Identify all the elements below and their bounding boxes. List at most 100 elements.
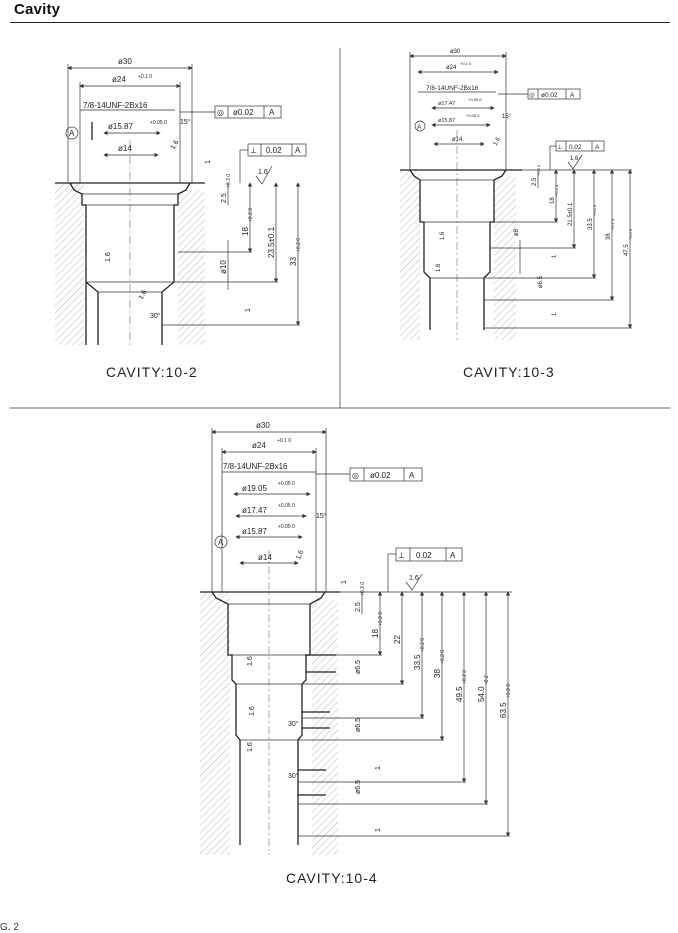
d3-dim-v635: 63.5 xyxy=(499,702,508,718)
d2-dim-cham-tol: +0.3 0 xyxy=(536,164,541,176)
svg-text:A: A xyxy=(570,92,575,99)
d2-datum-label: A xyxy=(417,124,422,131)
d3-dim-d1747-tol: +0.05 0 xyxy=(278,503,295,509)
d3-datum-circle xyxy=(214,535,228,549)
d3-dim-ang30-b: 30° xyxy=(288,772,299,780)
d1-dim-d1587-tol: +0.05 0 xyxy=(150,120,167,126)
d3-dim-ang15: 15° xyxy=(316,512,327,520)
svg-text:ø0.02: ø0.02 xyxy=(541,92,558,99)
svg-text:A: A xyxy=(409,471,415,480)
d3-dim-one-b: 1 xyxy=(375,828,382,832)
svg-text:ø0.02: ø0.02 xyxy=(370,471,391,480)
d3-dim-v495: 49.5 xyxy=(455,686,464,702)
d2-dim-cham: 2.5 xyxy=(532,177,538,186)
svg-text:A: A xyxy=(295,146,301,155)
d1-dim-d24: ø24 xyxy=(112,75,126,84)
d1-dim-cham: 2.5 xyxy=(221,193,228,203)
d2-fcf-concentricity: ◎ ø0.02 A xyxy=(527,88,581,100)
d1-dim-one: 1 xyxy=(245,308,252,312)
drawing-cavity-10-2: ø30 ø24 +0.1 0 7/8-14UNF-2Bx16 ø15.87 +0… xyxy=(55,57,307,345)
d1-dim-v33: 33 xyxy=(289,257,298,266)
d3-dim-d30: ø30 xyxy=(256,421,270,430)
d2-dim-v215: 21.5±0.1 xyxy=(568,202,574,226)
d1-dim-d30: ø30 xyxy=(118,57,132,66)
svg-text:◎: ◎ xyxy=(217,108,224,117)
d1-fcf-perpendicularity: ⊥ 0.02 A xyxy=(247,143,307,157)
d3-dim-ang30: 30° xyxy=(288,720,299,728)
svg-text:◎: ◎ xyxy=(352,471,359,480)
d2-roughness-chamfer: 1.6 xyxy=(493,136,503,147)
d2-dim-v38-tol: +0.2 0 xyxy=(610,218,615,230)
d2-dim-d1587-tol: +0.05 0 xyxy=(466,113,480,118)
d2-dim-v475: 47.5 xyxy=(624,244,630,256)
d1-dim-cham-tol: +0.3 0 xyxy=(226,174,232,188)
d2-dim-v335: 33.5 xyxy=(588,218,594,230)
d3-dim-v335-tol: +0.2 0 xyxy=(420,638,426,652)
d1-dim-d14: ø14 xyxy=(118,144,132,153)
d2-dim-d8: ø8 xyxy=(514,228,520,236)
drawing-cavity-10-4: ø30 ø24 +0.1 0 7/8-14UNF-2Bx16 ø19.05 +0… xyxy=(200,421,512,855)
d3-dim-d24-tol: +0.1 0 xyxy=(277,438,291,444)
d3-dim-v635-tol: +0.2 0 xyxy=(506,684,512,698)
d1-roughness-chamfer: 1.6 xyxy=(170,139,181,151)
d3-dim-v18-tol: +0.2 0 xyxy=(378,612,384,626)
d3-dim-thread: 7/8-14UNF-2Bx16 xyxy=(223,462,288,471)
d2-dim-d24-tol: +0.1 0 xyxy=(460,61,472,66)
d2-fcf-perpendicularity: ⊥ 0.02 A xyxy=(555,140,605,152)
d3-dim-v335: 33.5 xyxy=(413,654,422,670)
d3-dim-v495-tol: +0.2 0 xyxy=(462,670,468,684)
d3-dim-v38-tol: +0.2 0 xyxy=(440,650,446,664)
d3-dim-v54: 54.0 xyxy=(477,686,486,702)
d2-datum-circle xyxy=(414,120,426,132)
svg-text:A: A xyxy=(450,551,456,560)
hatch-left xyxy=(200,592,230,855)
svg-text:ø0.02: ø0.02 xyxy=(233,108,254,117)
d2-dim-d14: ø14 xyxy=(452,137,463,143)
caption-cavity-10-4: CAVITY:10-4 xyxy=(286,870,378,886)
d1-dim-one-top: 1 xyxy=(205,160,212,164)
d3-roughness-bore1: 1.6 xyxy=(247,656,254,666)
hatch-right xyxy=(178,190,205,345)
d1-dim-v235: 23.5±0.1 xyxy=(267,226,276,258)
d1-roughness-step: 1.6 xyxy=(138,289,149,301)
hatch-left xyxy=(55,183,84,345)
d3-dim-d65b: ø6.5 xyxy=(355,718,362,732)
d1-roughness-bore: 1.6 xyxy=(105,252,112,262)
d1-dim-v18: 18 xyxy=(241,227,250,236)
d2-dim-d65: ø6.5 xyxy=(538,275,544,288)
d3-dim-cham: 2.5 xyxy=(355,602,362,612)
d3-fcf-concentricity: ◎ ø0.02 A xyxy=(349,467,423,482)
title-rule xyxy=(10,22,670,23)
svg-text:0.02: 0.02 xyxy=(266,146,282,155)
d3-dim-d1587-tol: +0.05 0 xyxy=(278,524,295,530)
svg-text:0.02: 0.02 xyxy=(569,144,582,151)
d2-dim-d1747: ø17.47 xyxy=(438,101,455,107)
d1-dim-d10: ø10 xyxy=(219,260,228,274)
d3-dim-v54-tol: -0.2 xyxy=(484,675,490,684)
d2-dim-ang15: 15° xyxy=(502,114,512,120)
d1-roughness: 1.6 xyxy=(258,169,268,176)
svg-text:⊥: ⊥ xyxy=(398,551,405,560)
d1-dim-ang15: 15° xyxy=(180,118,191,126)
d1-dim-d1587: ø15.87 xyxy=(108,122,133,131)
svg-text:◎: ◎ xyxy=(529,92,535,99)
d2-dim-one: 1 xyxy=(552,254,558,258)
d3-roughness-chamfer: 1.6 xyxy=(295,549,305,561)
d2-dim-d24: ø24 xyxy=(446,65,457,71)
caption-cavity-10-3: CAVITY:10-3 xyxy=(463,364,555,380)
d3-roughness: 1.6 xyxy=(409,575,419,582)
d3-dim-d65c: ø6.5 xyxy=(355,780,362,794)
d2-dim-v475-tol: +0.2 0 xyxy=(628,228,633,240)
d2-dim-v18-tol: +0.2 0 xyxy=(554,184,559,196)
d1-dim-ang30: 30° xyxy=(150,312,161,320)
d2-roughness-bore2: 1.6 xyxy=(436,263,442,272)
page-title: Cavity xyxy=(14,1,61,18)
d3-dim-d14: ø14 xyxy=(258,553,272,562)
d1-datum-label: A xyxy=(69,129,75,138)
d2-dim-thread: 7/8-14UNF-2Bx16 xyxy=(426,85,479,92)
d3-dim-d1905: ø19.05 xyxy=(242,484,267,493)
d3-fcf-perpendicularity: ⊥ 0.02 A xyxy=(395,547,463,562)
d1-fcf-concentricity: ◎ ø0.02 A xyxy=(214,105,282,119)
d3-dim-one-top: 1 xyxy=(341,580,348,584)
d1-dim-v18-tol: +0.2 0 xyxy=(248,208,254,222)
